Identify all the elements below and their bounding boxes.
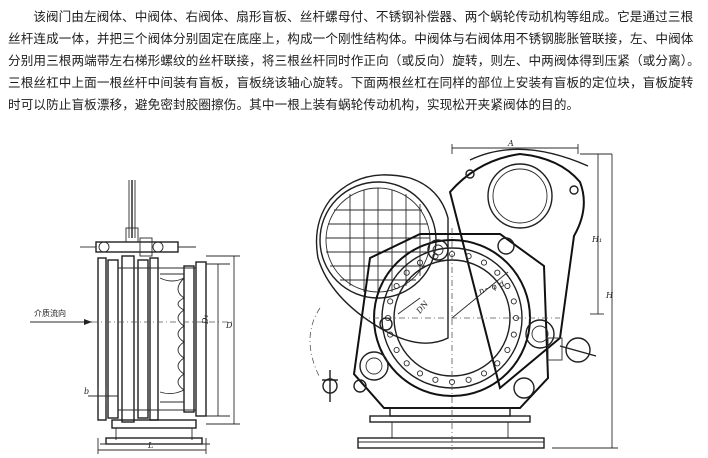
description-paragraph: 该阀门由左阀体、中阀体、右阀体、扇形盲板、丝杆螺母付、不锈钢补偿器、两个蜗轮传动…	[8, 9, 700, 112]
bolt-hole	[387, 331, 394, 338]
bolt-holes-label: n－φ d	[478, 279, 505, 296]
bolt-hole	[465, 253, 472, 260]
dimension-h-label: H	[605, 291, 614, 300]
bolt-hole	[494, 360, 501, 367]
side-view	[30, 180, 240, 454]
bolt-hole	[432, 376, 439, 383]
dimension-a-label: A	[507, 139, 514, 148]
bolt-hole	[494, 269, 501, 276]
bolt-hole	[510, 331, 517, 338]
bolt-hole	[480, 259, 488, 266]
bolt-hole	[465, 376, 472, 383]
bolt-hole	[403, 269, 410, 276]
dimension-h1-label: H₁	[591, 235, 602, 244]
bolt-hole	[403, 360, 410, 367]
bolt-hole	[510, 298, 517, 305]
dimension-b-label: b	[84, 387, 89, 396]
dimension-l-label: L	[147, 441, 153, 450]
bolt-hole	[416, 259, 424, 266]
bolt-hole	[480, 370, 488, 377]
bolt-hole	[387, 298, 394, 305]
dimension-d1-label: D₁	[201, 314, 210, 325]
bolt-hole	[393, 282, 400, 290]
bolt-hole	[504, 282, 511, 290]
dimension-dn-label: DN	[414, 298, 431, 316]
bolt-hole	[416, 370, 424, 377]
front-view	[309, 144, 618, 450]
bolt-hole	[393, 346, 400, 354]
bolt-hole	[432, 253, 439, 260]
valve-technical-drawing: 介质流向 D₁ D b L A H₁ H DN n－φ d	[30, 139, 618, 454]
dimension-d-label: D	[225, 321, 233, 330]
flow-direction-label: 介质流向	[34, 308, 66, 318]
bolt-hole	[504, 346, 511, 354]
